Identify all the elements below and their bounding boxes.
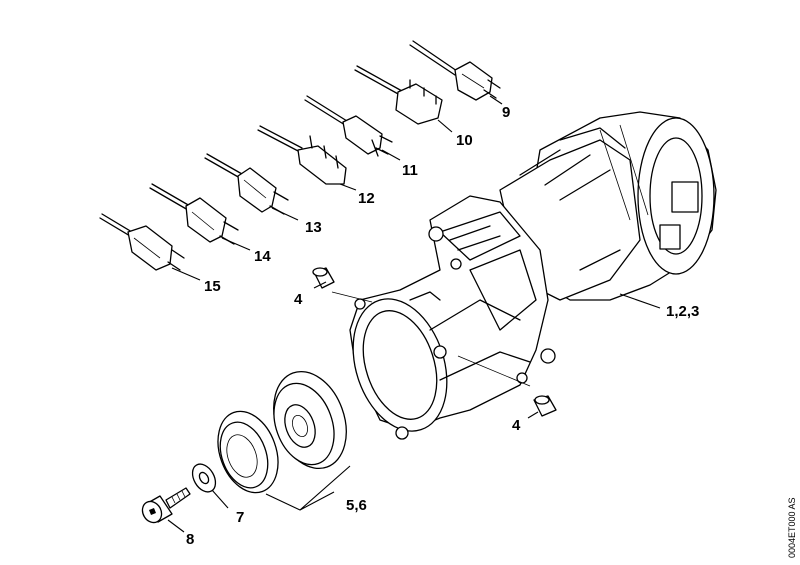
socket-screw [141,487,191,524]
label-12: 12 [358,190,375,207]
label-15: 15 [204,278,221,295]
washer [191,463,217,493]
power-cord-9 [409,40,501,101]
label-14: 14 [254,248,271,265]
bearing-small [217,410,279,494]
label-5-6: 5,6 [346,497,367,514]
power-cord-14 [149,183,239,245]
label-13: 13 [305,219,322,236]
label-10: 10 [456,132,473,149]
label-7: 7 [236,509,244,526]
label-9: 9 [502,104,510,121]
label-8: 8 [186,531,194,548]
power-cord-10 [354,65,443,125]
drawing-code: 0004ET000 AS [787,497,797,558]
motor-housing [331,195,556,440]
label-4-lower: 4 [512,417,521,434]
bushing-lower [533,395,557,417]
bearing-large [273,370,347,470]
power-cord-13 [204,153,289,215]
label-11: 11 [402,162,418,179]
bushing-upper [312,267,335,289]
power-cord-11 [304,95,393,157]
label-4-upper: 4 [294,291,303,308]
label-1-2-3: 1,2,3 [666,303,699,320]
power-cord-15 [99,213,185,271]
power-cord-12 [257,125,347,185]
